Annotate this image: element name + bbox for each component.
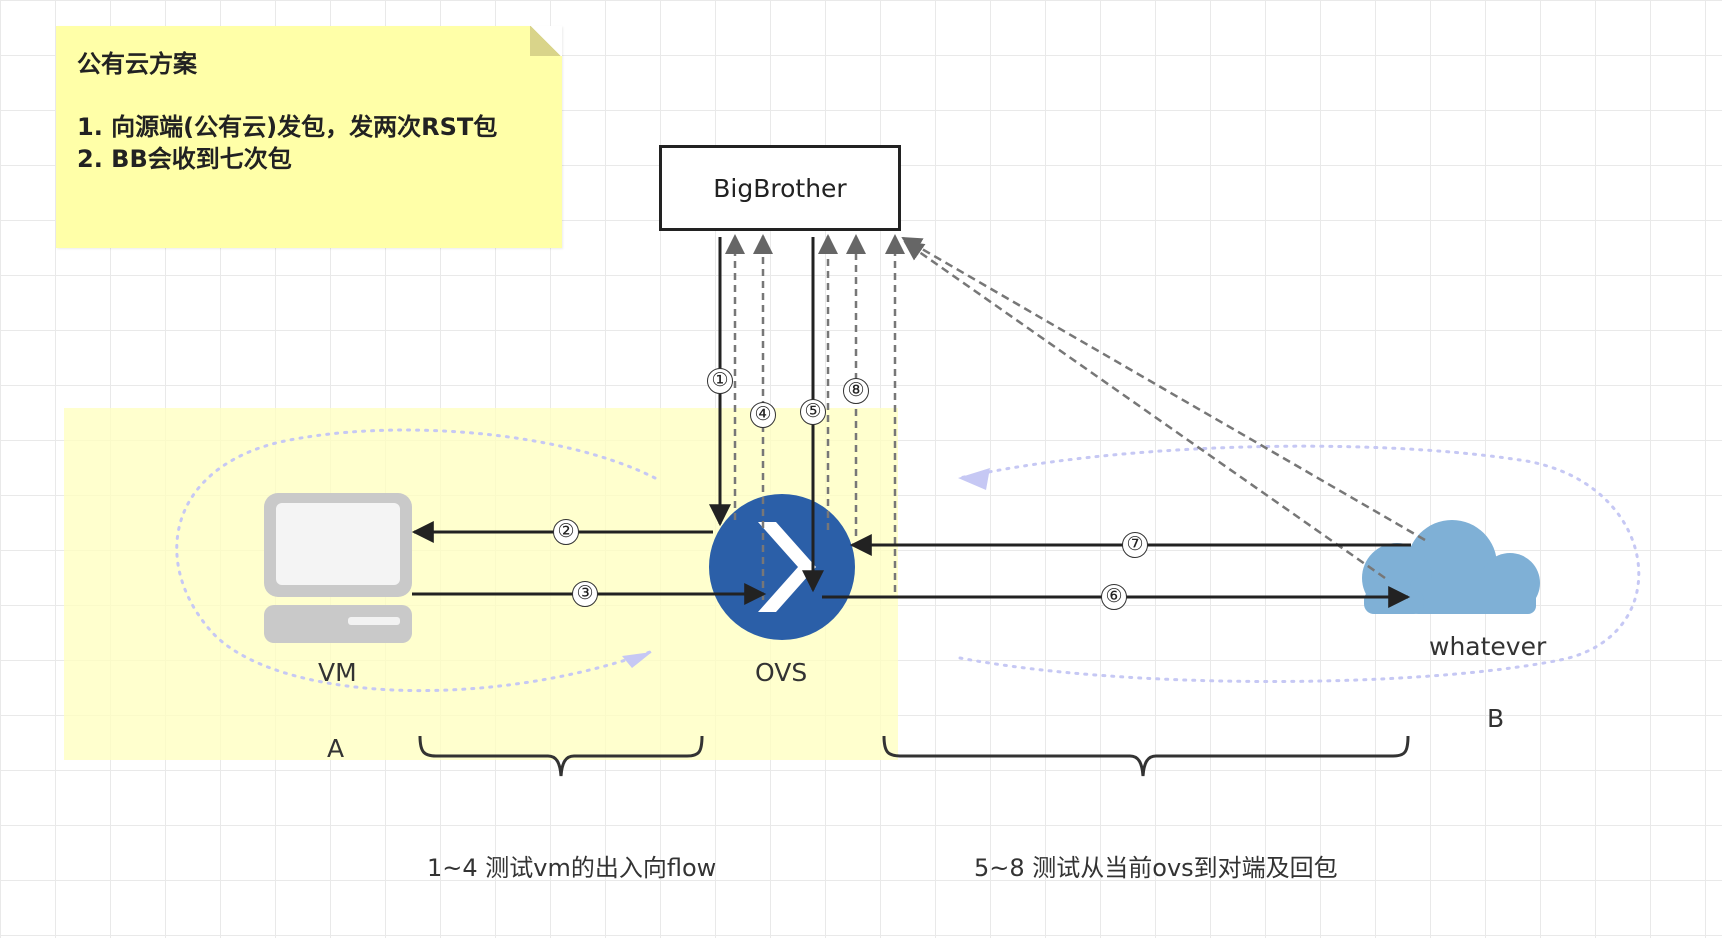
cloud-icon [1362, 520, 1540, 614]
vm-computer-icon [264, 493, 412, 643]
dashed-cloud-arrow-a [901, 236, 1426, 542]
note-line-1: 1. 向源端(公有云)发包，发两次RST包 [77, 113, 498, 141]
ellipse-a-arrowhead [622, 652, 652, 668]
brace-right [882, 735, 1410, 777]
dashed-cloud-arrow-b [903, 240, 1386, 580]
step-3-marker: ③ [572, 581, 598, 607]
caption-right: 5~8 测试从当前ovs到对端及回包 [974, 854, 1338, 882]
zone-a-ellipse [175, 428, 657, 693]
ellipse-b-arrowhead [958, 468, 990, 490]
brace-left [418, 735, 704, 777]
step-4-marker: ④ [750, 402, 776, 428]
step-1-marker: ① [707, 368, 733, 394]
step-8-marker: ⑧ [843, 378, 869, 404]
whatever-label: whatever [1429, 632, 1547, 661]
zone-b-ellipse [958, 444, 1641, 683]
note-title: 公有云方案 [77, 50, 197, 78]
step-6-marker: ⑥ [1101, 584, 1127, 610]
sticky-note: 公有云方案 1. 向源端(公有云)发包，发两次RST包 2. BB会收到七次包 [56, 26, 562, 248]
bigbrother-label: BigBrother [713, 173, 847, 203]
step-7-marker: ⑦ [1122, 532, 1148, 558]
note-line-2: 2. BB会收到七次包 [77, 145, 292, 173]
ovs-label: OVS [755, 658, 808, 687]
step-2-marker: ② [553, 519, 579, 545]
note-fold [530, 26, 562, 56]
zone-a-label: A [327, 734, 345, 763]
ovs-switch-icon [709, 494, 855, 640]
bigbrother-box: BigBrother [659, 145, 901, 231]
caption-left: 1~4 测试vm的出入向flow [427, 854, 717, 882]
zone-b-label: B [1487, 704, 1505, 733]
vm-label: VM [318, 658, 357, 687]
step-5-marker: ⑤ [800, 399, 826, 425]
